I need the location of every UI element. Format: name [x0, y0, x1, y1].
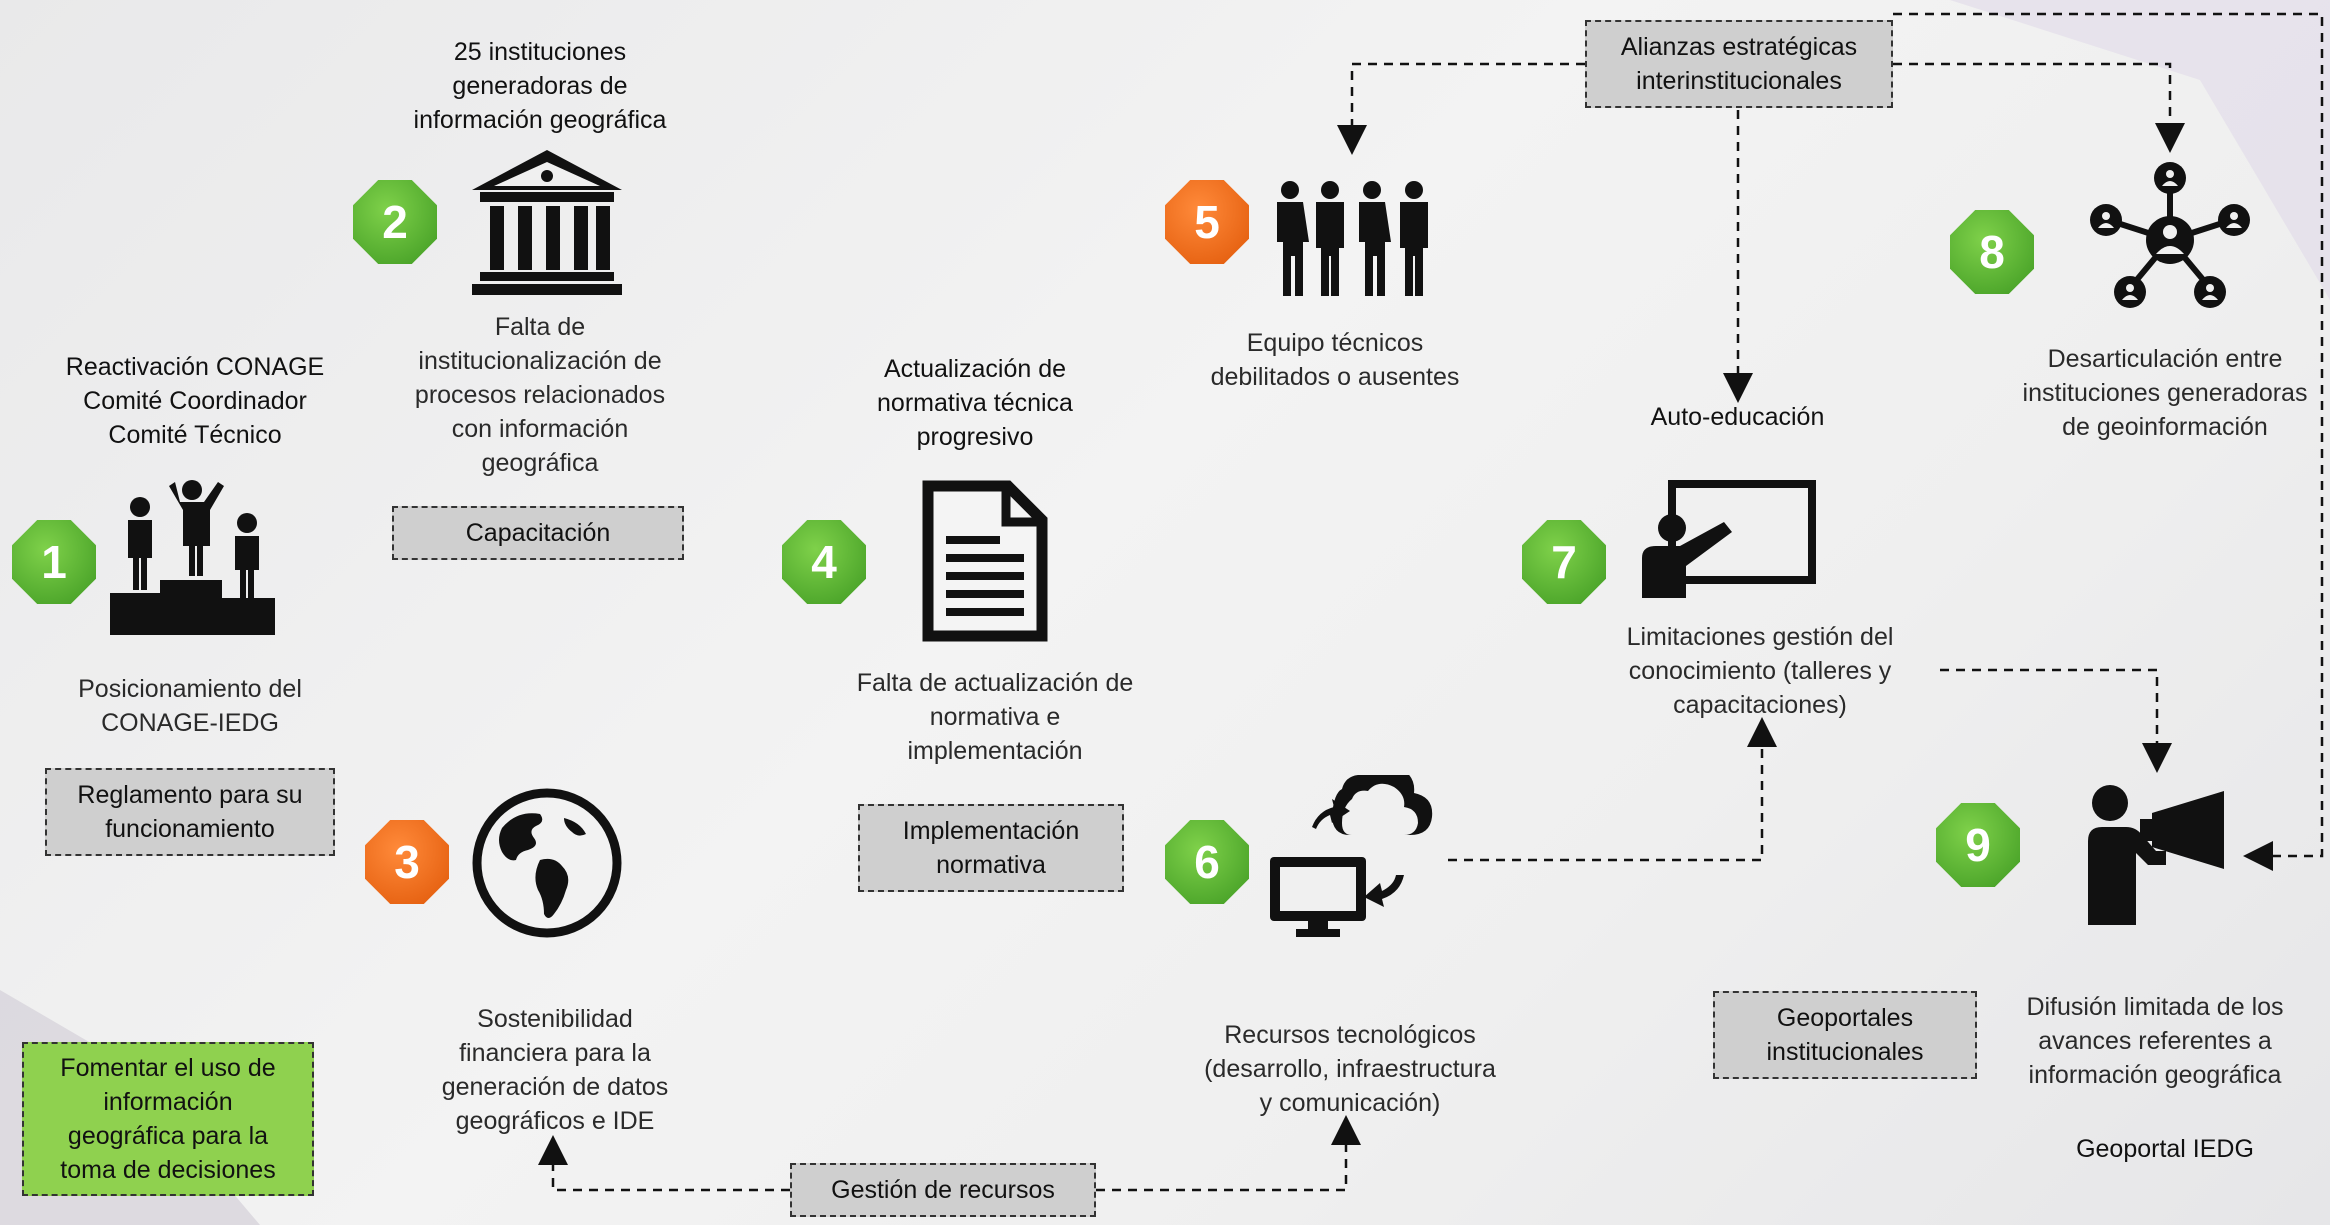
connector-alliances-network	[1893, 62, 2185, 153]
node-7-description: Limitaciones gestión del conocimiento (t…	[1626, 623, 1894, 719]
badge-3: 3	[365, 820, 449, 904]
badge-8: 8	[1950, 210, 2034, 294]
badge-6: 6	[1165, 820, 1249, 904]
connector-resources-tech	[1096, 1115, 1361, 1192]
teacher-board-icon	[1642, 480, 1816, 598]
node-6-description: Recursos tecnológicos (desarrollo, infra…	[1204, 1021, 1496, 1117]
megaphone-icon	[2088, 785, 2224, 925]
badge-7: 7	[1522, 520, 1606, 604]
node-2-action-box: Capacitación	[392, 506, 684, 560]
connector-resources-finance	[538, 1135, 790, 1192]
node-2-description: Falta de institucionalización de proceso…	[414, 313, 666, 477]
connector-alliances-megaphone	[1893, 12, 2324, 871]
node-1-action-box: Reglamento para su funcionamiento	[45, 768, 335, 856]
node-4-description: Falta de actualización de normativa e im…	[856, 669, 1134, 765]
network-icon	[2090, 162, 2250, 308]
node-5-description: Equipo técnicos debilitados o ausentes	[1210, 329, 1460, 391]
document-icon	[922, 480, 1048, 642]
connector-knowledge-megaphone	[1940, 668, 2172, 773]
node-1-description: Posicionamiento del CONAGE-IEDG	[78, 675, 302, 737]
connector-tech-knowledge	[1448, 717, 1777, 862]
node-9-description: Difusión limitada de los avances referen…	[2026, 993, 2284, 1089]
node-2-title: 25 instituciones generadoras de informac…	[413, 38, 667, 134]
institution-icon	[472, 150, 622, 295]
node-9-title: Geoportal IEDG	[2076, 1135, 2254, 1163]
globe-icon	[472, 788, 622, 938]
connector-alliances-team	[1337, 62, 1585, 155]
badge-4: 4	[782, 520, 866, 604]
badge-2: 2	[353, 180, 437, 264]
badge-9: 9	[1936, 803, 2020, 887]
node-9-action-box: Geoportales institucionales	[1713, 991, 1977, 1079]
node-4-action-box: Implementación normativa	[858, 804, 1124, 892]
alliances-box: Alianzas estratégicas interinstitucional…	[1585, 20, 1893, 108]
badge-5: 5	[1165, 180, 1249, 264]
team-icon	[1277, 181, 1428, 296]
node-4-title: Actualización de normativa técnica progr…	[877, 355, 1073, 451]
computer-cloud-icon	[1270, 775, 1433, 937]
node-8-description: Desarticulación entre instituciones gene…	[2022, 345, 2308, 441]
podium-icon	[110, 480, 275, 635]
node-3-description: Sostenibilidad financiera para la genera…	[441, 1005, 669, 1135]
badge-1: 1	[12, 520, 96, 604]
resources-box: Gestión de recursos	[790, 1163, 1096, 1217]
node-1-title: Reactivación CONAGE Comité Coordinador C…	[65, 353, 325, 449]
goal-box: Fomentar el uso de información geográfic…	[22, 1042, 314, 1196]
node-7-title: Auto-educación	[1650, 403, 1825, 431]
